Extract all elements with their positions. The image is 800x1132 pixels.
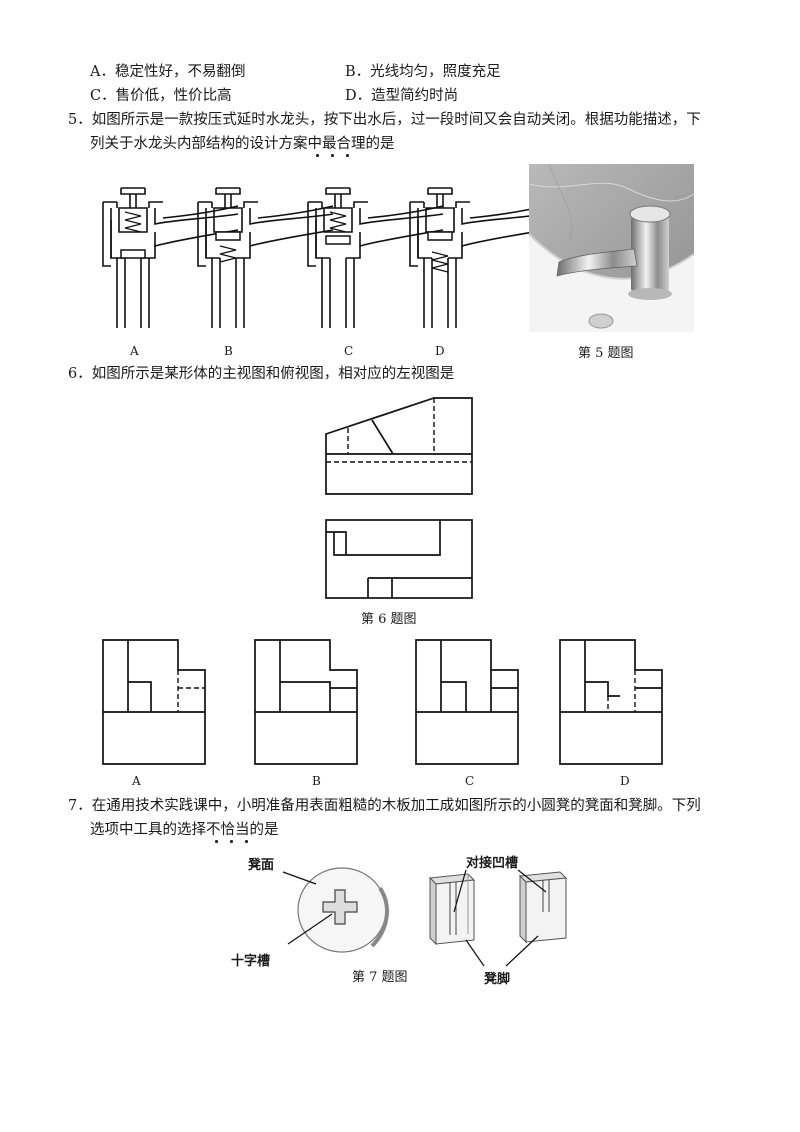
emphasis-dot — [215, 840, 218, 843]
q5-figure-caption: 第 5 题图 — [578, 346, 634, 361]
q5-option-label-c: C — [344, 344, 354, 358]
q6-option-label-d: D — [620, 774, 630, 788]
q6-option-label-a: A — [132, 774, 141, 788]
q7-stem-line1: 7．在通用技术实践课中，小明准备用表面粗糙的木板加工成如图所示的小圆凳的凳面和凳… — [68, 798, 701, 814]
q5-option-label-d: D — [435, 344, 445, 358]
q4-option-d: D．造型简约时尚 — [345, 88, 459, 104]
q5-option-label-a: A — [130, 344, 139, 358]
emphasis-dot — [316, 154, 319, 157]
emphasis-dot — [331, 154, 334, 157]
q5-stem-line1: 5．如图所示是一款按压式延时水龙头，按下出水后，过一段时间又会自动关闭。根据功能… — [68, 112, 701, 128]
q6-option-label-b: B — [312, 774, 321, 788]
q6-stem-line1: 6．如图所示是某形体的主视图和俯视图，相对应的左视图是 — [68, 366, 455, 382]
q7-leg-illustration — [428, 869, 568, 967]
q4-option-b: B．光线均匀，照度充足 — [345, 64, 501, 80]
q6-answer-views — [102, 639, 663, 765]
emphasis-dot — [346, 154, 349, 157]
q5-option-label-b: B — [224, 344, 233, 358]
q6-figure-caption: 第 6 题图 — [361, 612, 417, 627]
q7-callout-leg: 凳脚 — [484, 972, 511, 987]
q6-top-view — [325, 519, 473, 599]
q7-callout-seat: 凳面 — [248, 858, 275, 873]
q5-stem-line2: 列关于水龙头内部结构的设计方案中最合理的是 — [90, 136, 395, 152]
q5-faucet-photo — [528, 163, 695, 332]
q4-option-c: C．售价低，性价比高 — [90, 88, 232, 104]
emphasis-dot — [245, 840, 248, 843]
q7-stem-line2: 选项中工具的选择不恰当的是 — [90, 822, 279, 838]
q7-seat-illustration — [282, 867, 389, 953]
q7-callout-butt-groove: 对接凹槽 — [466, 856, 519, 871]
q6-option-label-c: C — [465, 774, 475, 788]
q4-option-a: A．稳定性好，不易翻倒 — [90, 64, 246, 80]
q7-callout-cross-slot: 十字槽 — [231, 954, 271, 969]
q7-figure-caption: 第 7 题图 — [352, 970, 408, 985]
emphasis-dot — [230, 840, 233, 843]
q6-front-view — [325, 397, 473, 495]
q5-faucet-diagrams — [102, 187, 546, 329]
